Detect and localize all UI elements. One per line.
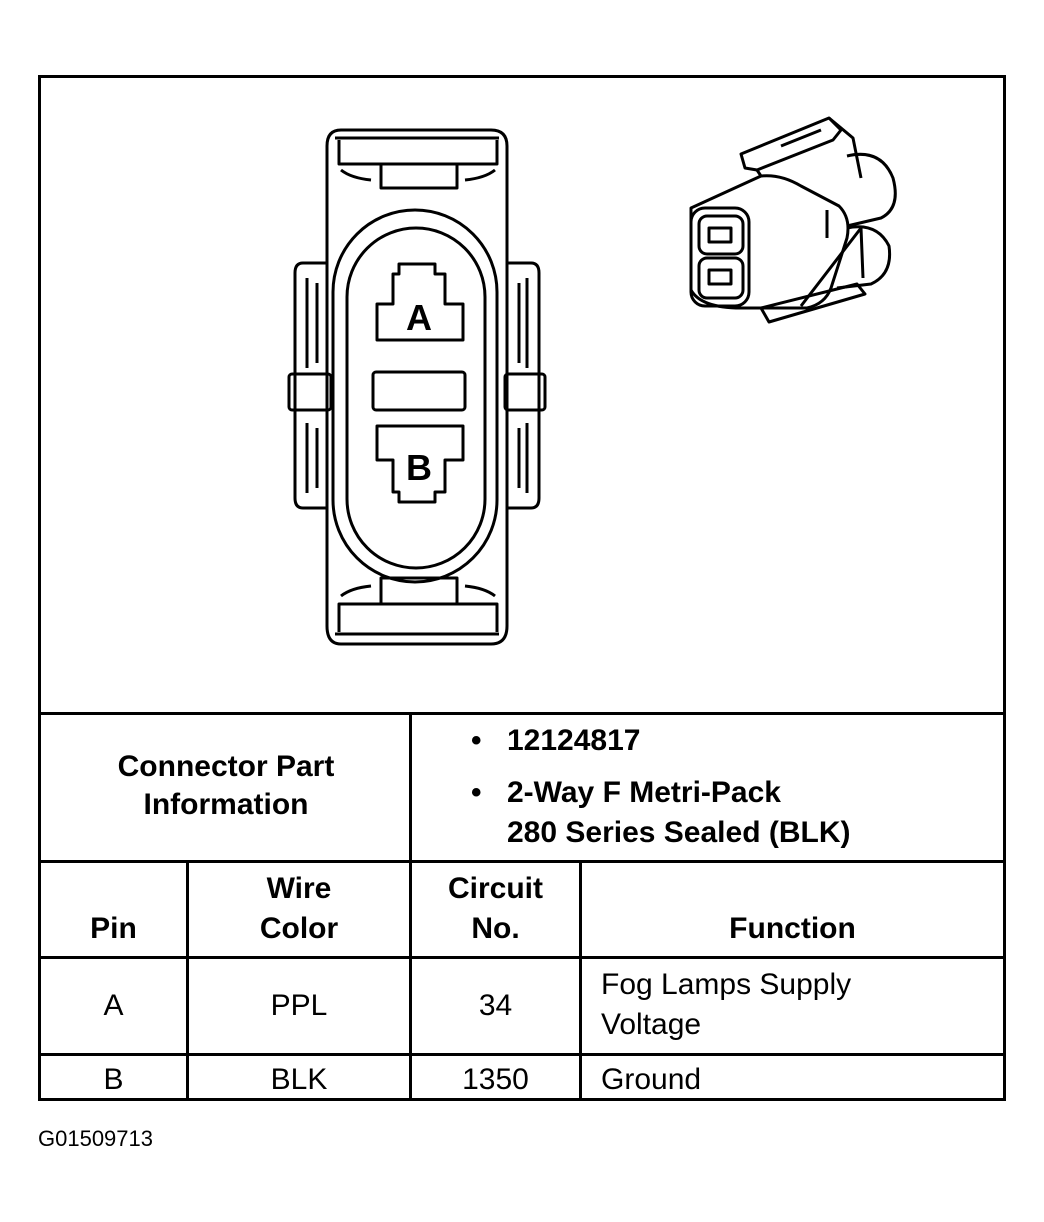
row-b-wire-color: BLK — [270, 1063, 328, 1096]
row-a-function-line1: Fog Lamps Supply — [601, 968, 852, 1001]
pin-a-label: A — [406, 297, 432, 338]
header-wire-color-line2: Color — [259, 912, 339, 945]
row-b-function: Ground — [601, 1063, 702, 1096]
row-b-circuit: 1350 — [462, 1063, 529, 1096]
divider-line — [41, 956, 1003, 959]
bullet-icon: • — [471, 724, 482, 757]
divider-line — [579, 860, 582, 1098]
part-description-line2: 280 Series Sealed (BLK) — [507, 816, 851, 849]
row-a-pin: A — [103, 989, 124, 1022]
part-description-line1: 2-Way F Metri-Pack — [507, 776, 781, 809]
connector-isometric-view — [689, 116, 897, 324]
row-b-pin: B — [103, 1063, 124, 1096]
connector-face-view — [287, 128, 547, 646]
header-circuit-line1: Circuit — [447, 872, 543, 905]
connector-diagram: A B — [287, 116, 897, 646]
figure-id: G01509713 — [38, 1126, 153, 1151]
row-a-circuit: 34 — [478, 989, 513, 1022]
header-pin: Pin — [90, 912, 137, 945]
part-number: 12124817 — [507, 724, 641, 757]
bullet-icon: • — [471, 776, 482, 809]
divider-line — [41, 1053, 1003, 1056]
header-wire-color-line1: Wire — [266, 872, 332, 905]
pin-b-label: B — [406, 447, 432, 488]
divider-line — [409, 712, 412, 1098]
header-circuit-line2: No. — [471, 912, 520, 945]
row-a-wire-color: PPL — [270, 989, 328, 1022]
header-function: Function — [729, 912, 856, 945]
divider-line — [41, 712, 1003, 715]
row-a-function-line2: Voltage — [601, 1008, 702, 1041]
divider-line — [41, 860, 1003, 863]
divider-line — [186, 860, 189, 1098]
